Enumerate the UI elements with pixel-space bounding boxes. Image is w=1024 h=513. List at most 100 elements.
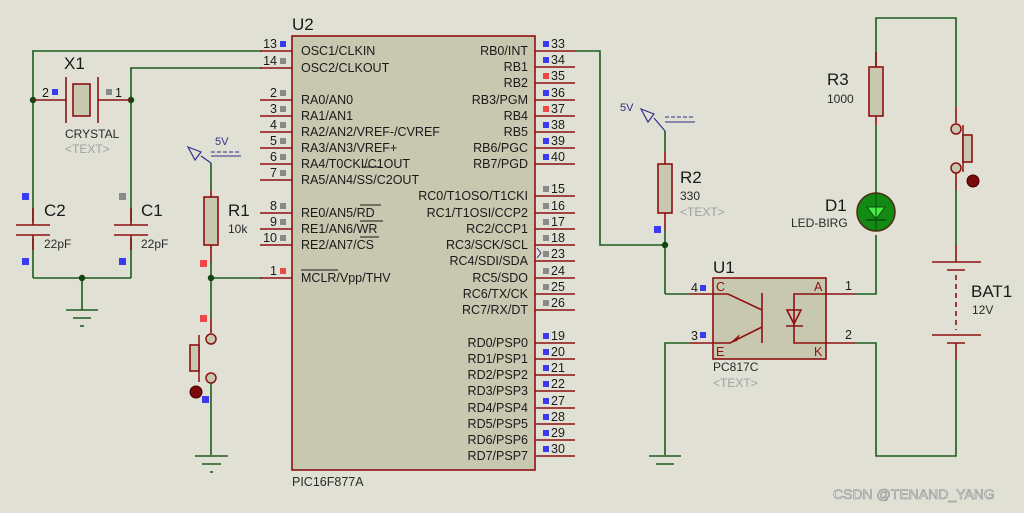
pin-name: RD2/PSP2 — [468, 368, 528, 382]
resistor-r1[interactable]: R1 10k — [200, 190, 250, 267]
x1-text: <TEXT> — [65, 142, 110, 156]
optocoupler-u1[interactable]: U1 C E A K 4 3 1 2 PC817C <TEXT> — [690, 258, 855, 390]
pin-number: 37 — [551, 102, 565, 116]
watermark: CSDN @TENAND_YANG — [833, 486, 995, 502]
pin-name: RC6/TX/CK — [463, 287, 529, 301]
pin-name: RE2/AN7/CS — [301, 238, 374, 252]
pin-name: RC0/T1OSO/T1CKI — [418, 189, 528, 203]
pin-name: RC3/SCK/SCL — [446, 238, 528, 252]
pin-name: RC2/CCP1 — [466, 222, 528, 236]
pin-marker — [543, 365, 549, 371]
u1-text: <TEXT> — [713, 376, 758, 390]
pin-marker — [106, 89, 112, 95]
pin-marker — [280, 154, 286, 160]
junction — [207, 274, 215, 282]
battery-bat1[interactable]: BAT1 12V — [932, 245, 1012, 360]
pin-number: 40 — [551, 150, 565, 164]
crystal-x1[interactable]: X1 2 1 CRYSTAL <TEXT> — [33, 54, 131, 156]
pin-number: 28 — [551, 410, 565, 424]
u2-ref: U2 — [292, 15, 314, 34]
x1-ref: X1 — [64, 54, 85, 73]
pin-marker — [119, 193, 126, 200]
resistor-r3[interactable]: R3 1000 — [827, 52, 884, 125]
led-d1[interactable]: D1 LED-BIRG — [791, 192, 896, 232]
pin-marker — [280, 203, 286, 209]
pin-marker — [543, 349, 549, 355]
pin-marker — [119, 258, 126, 265]
pin-name: RB4 — [504, 109, 528, 123]
power-terminal-r1[interactable]: 5V — [186, 136, 241, 164]
pin-number: 9 — [270, 215, 277, 229]
pin-name: MCLR/Vpp/THV — [301, 271, 391, 285]
pin-number: 34 — [551, 53, 565, 67]
u1-pin-3: 3 — [691, 329, 698, 343]
button-actuator-icon[interactable] — [966, 174, 980, 188]
pin-number: 30 — [551, 442, 565, 456]
pin-name: OSC1/CLKIN — [301, 44, 375, 58]
power-terminal-r2[interactable]: 5V — [620, 102, 695, 132]
pin-marker — [200, 315, 207, 322]
pin-marker — [700, 332, 706, 338]
capacitor-c1[interactable]: C1 22pF — [114, 193, 168, 265]
pin-marker — [543, 300, 549, 306]
c1-ref: C1 — [141, 201, 163, 220]
pin-name: RB1 — [504, 60, 528, 74]
button-actuator-icon[interactable] — [189, 385, 203, 399]
u1-pin-c: C — [716, 280, 725, 294]
pin-name: RC1/T1OSI/CCP2 — [427, 206, 528, 220]
d1-value: LED-BIRG — [791, 216, 848, 230]
x1-pin-2: 2 — [42, 86, 49, 100]
resistor-r2[interactable]: R2 330 <TEXT> — [654, 152, 725, 233]
pin-number: 4 — [270, 118, 277, 132]
pin-name: RB7/PGD — [473, 157, 528, 171]
pin-name: RA0/AN0 — [301, 93, 353, 107]
pin-number: 8 — [270, 199, 277, 213]
pin-name: RB2 — [504, 76, 528, 90]
switch-pushbutton[interactable] — [950, 107, 980, 190]
u2-value: PIC16F877A — [292, 475, 364, 489]
pin-number: 6 — [270, 150, 277, 164]
pin-marker — [543, 430, 549, 436]
reset-pushbutton[interactable] — [189, 318, 217, 403]
capacitor-c2[interactable]: C2 22pF — [16, 193, 71, 265]
pin-marker — [543, 41, 549, 47]
